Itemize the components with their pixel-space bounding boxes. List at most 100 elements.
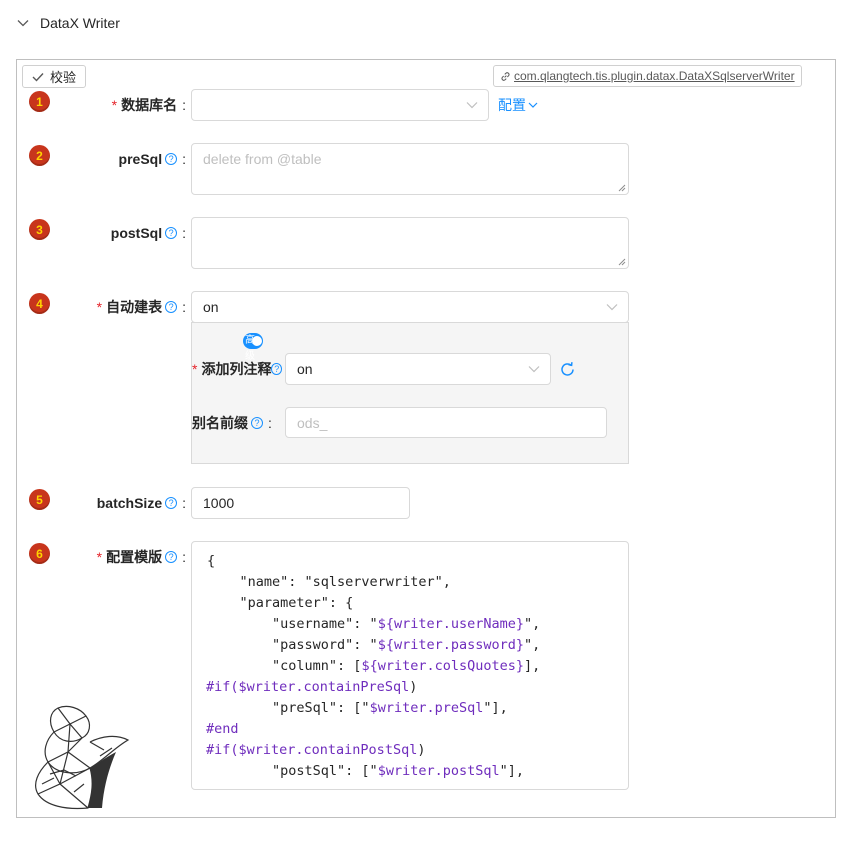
- code-token: ${writer.userName}: [377, 616, 524, 632]
- required-mark: *: [111, 97, 118, 113]
- label-text: 添加列注释: [201, 361, 272, 377]
- code-token: "postSql": [": [207, 763, 378, 779]
- verify-button[interactable]: 校验: [22, 65, 86, 88]
- required-mark: *: [192, 361, 198, 377]
- db-name-select[interactable]: [191, 89, 489, 121]
- batch-size-value: 1000: [203, 495, 235, 511]
- chevron-down-icon: [606, 304, 618, 311]
- code-token: ${writer.password}: [377, 637, 524, 653]
- help-icon[interactable]: ?: [165, 301, 178, 313]
- help-icon[interactable]: ?: [271, 363, 282, 375]
- code-token: ",: [524, 616, 541, 632]
- step-badge-5: 5: [29, 489, 50, 510]
- help-icon[interactable]: ?: [165, 153, 178, 165]
- code-line: #if($writer.containPostSql): [206, 740, 425, 761]
- label-text: 自动建表: [106, 299, 163, 315]
- step-badge-2: 2: [29, 145, 50, 166]
- code-token: {: [207, 553, 216, 569]
- code-line: {: [207, 551, 215, 572]
- label-text: batchSize: [96, 495, 163, 511]
- code-token: "],: [483, 700, 508, 716]
- code-token: ): [409, 679, 418, 695]
- step-badge-4: 4: [29, 293, 50, 314]
- code-token: ${writer.colsQuotes}: [361, 658, 524, 674]
- help-icon[interactable]: ?: [165, 497, 178, 509]
- advanced-options-panel: [191, 322, 629, 464]
- auto-create-table-select[interactable]: on: [191, 291, 629, 323]
- db-config-label: 配置: [498, 97, 526, 113]
- section-title: DataX Writer: [40, 15, 120, 31]
- chevron-down-icon: [528, 366, 540, 373]
- label-text: 数据库名: [121, 97, 178, 113]
- code-token: ): [417, 742, 426, 758]
- batch-size-input[interactable]: 1000: [191, 487, 410, 519]
- writer-form-card: [16, 59, 836, 818]
- code-token: "column": [: [207, 658, 362, 674]
- code-token: $writer.containPostSql: [238, 742, 418, 758]
- code-token: "password": ": [207, 637, 378, 653]
- help-icon[interactable]: ?: [251, 417, 263, 429]
- code-token: #end: [206, 721, 239, 737]
- template-code-editor[interactable]: { "name": "sqlserverwriter", "parameter"…: [191, 541, 629, 790]
- postsql-textarea[interactable]: [191, 217, 629, 269]
- code-token: "username": ": [207, 616, 378, 632]
- sqlserver-logo-icon: [35, 705, 130, 810]
- code-line: "column": [${writer.colsQuotes}],: [207, 656, 540, 677]
- alias-prefix-placeholder: ods_: [297, 414, 328, 431]
- code-line: "username": "${writer.userName}",: [207, 614, 540, 635]
- section-header[interactable]: DataX Writer: [16, 10, 120, 36]
- help-icon[interactable]: ?: [165, 551, 178, 563]
- alias-prefix-input[interactable]: ods_: [285, 407, 607, 438]
- code-line: #if($writer.containPreSql): [206, 677, 417, 698]
- presql-placeholder: delete from @table: [203, 151, 322, 167]
- presql-textarea[interactable]: delete from @table: [191, 143, 629, 195]
- chevron-down-icon: [466, 102, 478, 109]
- resize-handle-icon[interactable]: [618, 258, 626, 266]
- chevron-down-icon: [17, 20, 29, 27]
- add-comment-select[interactable]: on: [285, 353, 551, 385]
- code-line: "preSql": ["$writer.preSql"],: [207, 698, 508, 719]
- field-label-postsql: postSql ? :: [110, 225, 186, 241]
- verify-button-label: 校验: [49, 70, 76, 85]
- plugin-impl-text: com.qlangtech.tis.plugin.datax.DataXSqls…: [514, 69, 795, 83]
- advanced-toggle-knob: [252, 336, 262, 346]
- required-mark: *: [96, 549, 103, 565]
- advanced-toggle[interactable]: 高级: [243, 333, 263, 362]
- plugin-impl-link[interactable]: com.qlangtech.tis.plugin.datax.DataXSqls…: [493, 65, 802, 87]
- code-line: #end: [206, 719, 239, 740]
- db-config-link[interactable]: 配置: [498, 95, 538, 115]
- step-badge-6: 6: [29, 543, 50, 564]
- required-mark: *: [96, 299, 103, 315]
- label-text: 配置模版: [106, 549, 163, 565]
- link-icon: [501, 71, 510, 81]
- step-badge-1: 1: [29, 91, 50, 112]
- code-line: "password": "${writer.password}",: [207, 635, 540, 656]
- field-label-auto-create-table: * 自动建表 ? :: [96, 299, 186, 315]
- code-line: "name": "sqlserverwriter",: [207, 572, 451, 593]
- step-badge-3: 3: [29, 219, 50, 240]
- label-text: 别名前缀: [192, 415, 248, 431]
- chevron-down-icon: [528, 102, 538, 108]
- code-line: "parameter": {: [207, 593, 354, 614]
- add-comment-value: on: [297, 361, 313, 377]
- code-token: "name": "sqlserverwriter",: [207, 574, 451, 590]
- resize-handle-icon[interactable]: [618, 184, 626, 192]
- code-token: #if(: [206, 742, 239, 758]
- code-token: $writer.preSql: [369, 700, 484, 716]
- help-icon[interactable]: ?: [165, 227, 178, 239]
- label-text: preSql: [118, 151, 163, 167]
- code-token: $writer.postSql: [377, 763, 500, 779]
- refresh-icon[interactable]: [559, 361, 576, 378]
- check-icon: [32, 72, 44, 82]
- auto-create-table-value: on: [203, 299, 219, 315]
- code-token: #if(: [206, 679, 239, 695]
- code-token: ",: [524, 637, 541, 653]
- label-text: postSql: [110, 225, 163, 241]
- field-label-template: * 配置模版 ? :: [96, 549, 186, 565]
- code-token: "parameter": {: [207, 595, 354, 611]
- code-token: "],: [499, 763, 524, 779]
- field-label-presql: preSql ? :: [118, 151, 186, 167]
- field-label-alias-prefix: 别名前缀 ? :: [192, 415, 272, 431]
- code-line: "postSql": ["$writer.postSql"],: [207, 761, 524, 782]
- code-token: ],: [524, 658, 541, 674]
